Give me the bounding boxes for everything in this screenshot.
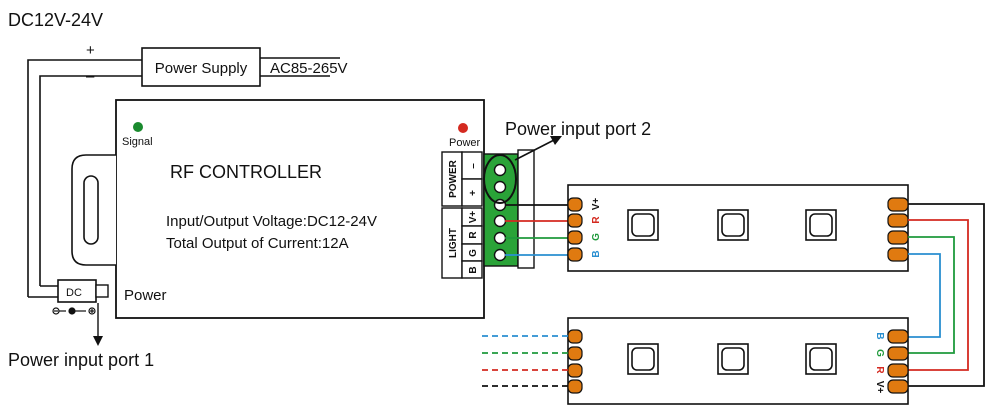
- terminal-block-cover: [517, 149, 535, 269]
- terminal-g: G: [468, 249, 479, 257]
- signal-label: Signal: [122, 136, 153, 148]
- ac-lines: [260, 57, 340, 77]
- power-supply-box: [141, 47, 261, 87]
- dc-wiring: [27, 59, 142, 298]
- plus-polarity: +: [86, 42, 95, 59]
- dc-jack-plug: [95, 284, 109, 298]
- port2-highlight-ellipse: [483, 154, 517, 204]
- strip2-leds: [627, 343, 837, 375]
- port1-arrow-head: [93, 336, 103, 346]
- spec-line-2: Total Output of Current:12A: [166, 235, 349, 252]
- dc-polarity-symbol: [52, 307, 96, 315]
- terminal-header: [441, 151, 483, 279]
- strip1-b-label: B: [591, 250, 602, 257]
- strip1-leds: [627, 209, 837, 241]
- terminal-minus: –: [468, 163, 479, 169]
- power-input-port-2: Power input port 2: [505, 119, 651, 139]
- controller-title: RF CONTROLLER: [170, 162, 322, 182]
- strip2-r-label: R: [874, 366, 885, 374]
- voltage-title: DC12V-24V: [8, 10, 103, 30]
- strip-link-wires: [908, 203, 985, 387]
- strip1-right-pads: [887, 197, 909, 262]
- port2-arrow-line: [514, 138, 557, 161]
- terminal-plus: +: [468, 190, 479, 196]
- dc-label: DC: [66, 287, 82, 299]
- spec-line-1: Input/Output Voltage:DC12-24V: [166, 213, 377, 230]
- ac-label: AC85-265V: [270, 60, 348, 77]
- power-input-port-1: Power input port 1: [8, 350, 154, 370]
- strip2-b-label: B: [874, 332, 885, 339]
- terminal-b: B: [468, 266, 479, 273]
- power-supply-label: Power Supply: [155, 60, 248, 77]
- terminal-r: R: [468, 231, 479, 239]
- terminal-vplus: V+: [468, 211, 479, 224]
- strip1-r-label: R: [591, 216, 602, 224]
- dc-power-label: Power: [124, 287, 167, 304]
- strip1-left-pads: [567, 197, 583, 262]
- strip1-vplus-label: V+: [591, 198, 602, 211]
- strip2-right-pads: [887, 329, 909, 394]
- power-led: [458, 123, 468, 133]
- terminal-power-header: POWER: [448, 159, 459, 198]
- rf-controller-body: [115, 99, 485, 319]
- signal-led: [133, 122, 143, 132]
- power-led-label: Power: [449, 137, 481, 149]
- strip2-vplus-label: V+: [874, 381, 885, 394]
- terminal-light-header: LIGHT: [448, 228, 459, 258]
- minus-polarity: –: [86, 68, 95, 85]
- mounting-slot: [83, 175, 99, 245]
- controller-to-strip1-wires: [505, 204, 572, 256]
- port2-arrow-head: [550, 136, 562, 145]
- continuation-wires: [482, 335, 568, 387]
- strip2-g-label: G: [874, 349, 885, 357]
- strip1-g-label: G: [591, 233, 602, 241]
